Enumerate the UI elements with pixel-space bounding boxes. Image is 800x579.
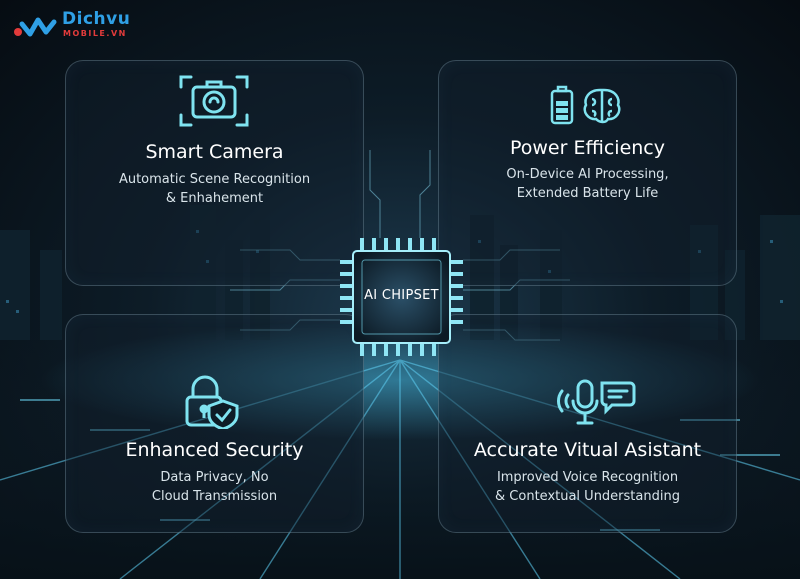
logo-brand-top: Dichvu	[62, 9, 131, 29]
card-title: Smart Camera	[145, 141, 284, 163]
card-description-line: On-Device AI Processing,	[506, 167, 669, 182]
card-description: Data Privacy, No Cloud Transmission	[66, 468, 363, 506]
card-description: Automatic Scene Recognition & Enhahement	[66, 170, 363, 208]
card-enhanced-security: Enhanced Security Data Privacy, No Cloud…	[65, 314, 364, 533]
card-virtual-assistant: Accurate Vitual Asistant Improved Voice …	[438, 314, 737, 533]
brand-logo[interactable]: Dichvu MOBILE.VN	[12, 8, 152, 40]
card-title: Power Efficiency	[509, 137, 665, 159]
card-description-line: Data Privacy, No	[160, 470, 269, 485]
card-description-line: Automatic Scene Recognition	[118, 172, 311, 187]
wave-logo-icon	[14, 17, 57, 37]
battery-brain-icon	[550, 85, 621, 125]
card-description: Improved Voice Recognition & Contextual …	[439, 468, 736, 506]
card-power-efficiency: Power Efficiency On-Device AI Processing…	[438, 60, 737, 286]
card-description-line: & Enhahement	[165, 191, 264, 206]
card-description-line: Improved Voice Recognition	[496, 470, 679, 485]
card-description-line: Cloud Transmission	[151, 489, 278, 504]
chip-label: AI CHIPSET	[364, 288, 439, 303]
logo-brand-bottom: MOBILE.VN	[63, 29, 127, 38]
card-title: Enhanced Security	[125, 439, 304, 461]
card-description-line: Extended Battery Life	[516, 186, 659, 201]
card-title: Accurate Vitual Asistant	[473, 439, 702, 461]
lock-shield-icon	[185, 375, 239, 429]
card-smart-camera: Smart Camera Automatic Scene Recognition…	[65, 60, 364, 286]
card-description: On-Device AI Processing, Extended Batter…	[439, 165, 736, 203]
camera-icon	[179, 75, 249, 127]
ai-chipset-icon	[340, 238, 463, 356]
microphone-chat-icon	[557, 379, 636, 425]
card-description-line: & Contextual Understanding	[495, 489, 680, 504]
